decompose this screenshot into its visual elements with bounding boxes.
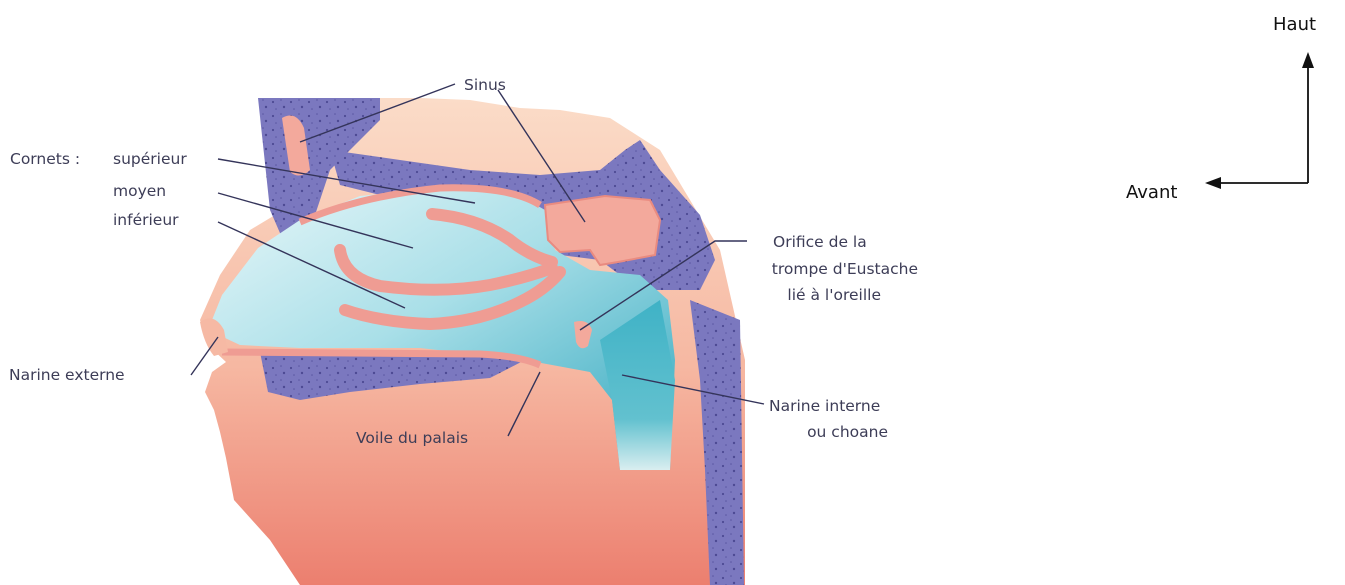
leader-narine-externe	[191, 337, 218, 375]
label-cornets: Cornets :	[10, 150, 80, 168]
label-orifice-3: lié à l'oreille	[787, 286, 881, 304]
label-sinus: Sinus	[464, 76, 506, 94]
label-moyen: moyen	[113, 182, 166, 200]
label-voile-du-palais: Voile du palais	[356, 429, 468, 447]
label-inferieur: inférieur	[113, 211, 179, 229]
label-narine-interne-1: Narine interne	[769, 397, 880, 415]
label-orifice-2: trompe d'Eustache	[772, 260, 918, 278]
label-narine-externe: Narine externe	[9, 366, 125, 384]
head-illustration	[200, 98, 745, 585]
compass-haut: Haut	[1273, 14, 1316, 35]
arrow-up-icon	[1302, 52, 1314, 68]
label-narine-interne-2: ou choane	[807, 423, 888, 441]
compass-avant: Avant	[1126, 182, 1177, 203]
orientation-compass: Haut Avant	[1126, 14, 1316, 203]
arrow-left-icon	[1205, 177, 1221, 189]
label-orifice-1: Orifice de la	[773, 233, 867, 251]
label-superieur: supérieur	[113, 150, 187, 168]
